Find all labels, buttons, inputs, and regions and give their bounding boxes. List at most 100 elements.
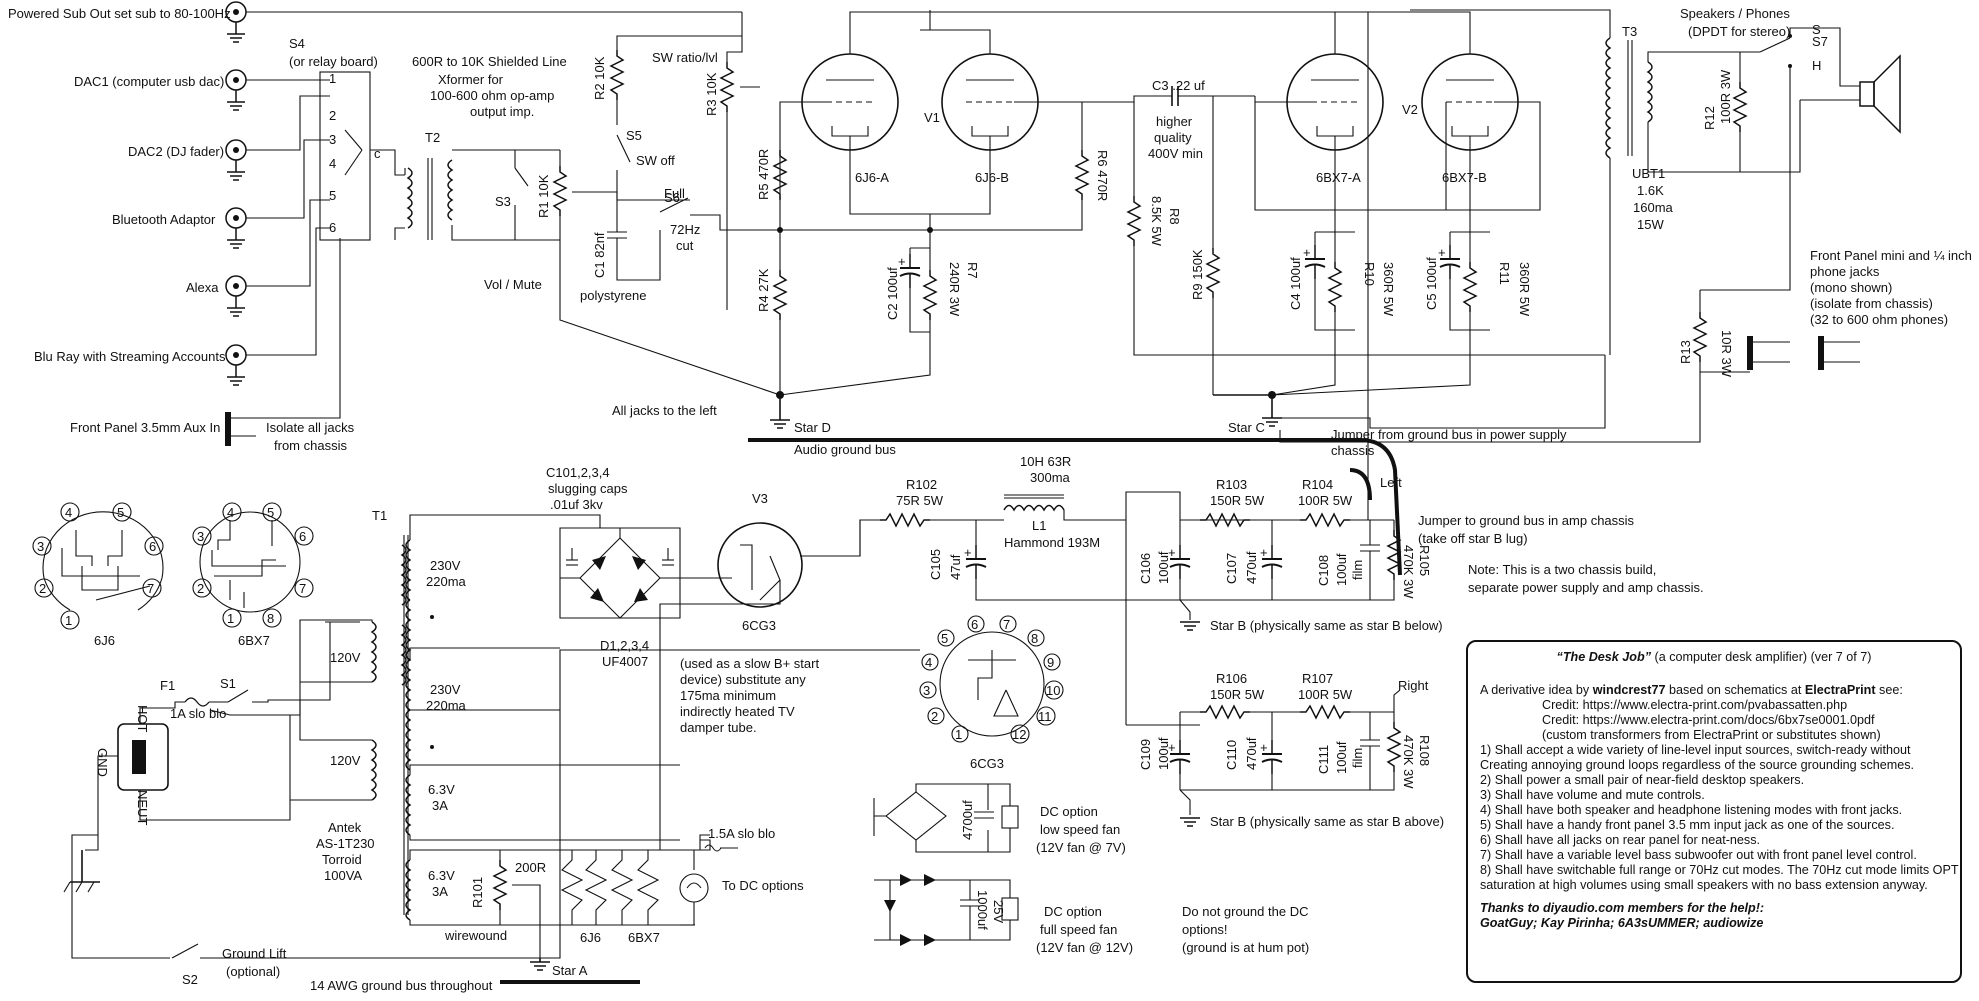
r9-resistor xyxy=(1206,247,1220,299)
r5-label: R5 470R xyxy=(756,149,771,200)
notes-credit-1: Credit: https://www.electra-print.com/pv… xyxy=(1542,698,1848,712)
6cg3-pin-4: 4 xyxy=(925,655,932,670)
s7-label: S7 xyxy=(1812,34,1828,49)
star-d-ground xyxy=(769,419,791,429)
c3-label: C3 .22 uf xyxy=(1152,78,1205,93)
6bx7-pin-7: 7 xyxy=(299,581,306,596)
r7-label: R7 xyxy=(965,262,980,279)
r102-label: R102 xyxy=(906,477,937,492)
iec-neut-label: NEUT xyxy=(135,790,150,825)
v1a-label: 6J6-A xyxy=(855,170,889,185)
dc-opt2-line1: DC option xyxy=(1044,904,1102,919)
c106-value: 100uf xyxy=(1156,551,1171,584)
sec4-volt: 6.3V xyxy=(428,868,455,883)
r1-volume-pot xyxy=(553,165,567,217)
front-aux-jack xyxy=(225,412,256,446)
notes-thanks-1: Thanks to diyaudio.com members for the h… xyxy=(1480,901,1765,915)
s1-label: S1 xyxy=(220,676,236,691)
label-dac1: DAC1 (computer usb dac) xyxy=(74,74,224,89)
label-isolate-2: from chassis xyxy=(274,438,347,453)
r11-label: R11 xyxy=(1497,262,1512,285)
ground-lift-label-2: (optional) xyxy=(226,964,280,979)
6j6-pin-5: 5 xyxy=(117,505,124,520)
ubt1-ma: 160ma xyxy=(1633,200,1674,215)
c105-label: C105 xyxy=(928,549,943,580)
s4-common-label: c xyxy=(374,146,381,161)
damper-note-2: device) substitute any xyxy=(680,672,806,687)
sec4-amp: 3A xyxy=(432,884,448,899)
v3-label: V3 xyxy=(752,491,768,506)
c4-label: C4 100uf xyxy=(1288,257,1303,310)
c109-label: C109 xyxy=(1138,739,1153,770)
6bx7-pin-8: 8 xyxy=(267,611,274,626)
r4-label: R4 27K xyxy=(756,268,771,312)
r1-label: R1 10K xyxy=(536,174,551,218)
s4-label: S4 xyxy=(289,36,305,51)
r3-label: R3 10K xyxy=(704,72,719,116)
front-jacks-note-3: (mono shown) xyxy=(1810,280,1892,295)
notes-thanks-2: GoatGuy; Kay Pirinha; 6A3sUMMER; audiowi… xyxy=(1480,916,1764,930)
s4-selector xyxy=(319,71,371,241)
input-jack-dac2 xyxy=(225,139,247,181)
input-jack-sub-out xyxy=(225,1,742,43)
c107-value: 470uf xyxy=(1244,551,1259,584)
s7-h-label: H xyxy=(1812,58,1821,73)
r102-value: 75R 5W xyxy=(896,493,944,508)
r8-label: R8 xyxy=(1167,208,1182,225)
r13-label: R13 xyxy=(1678,340,1693,364)
6cg3-pin-12: 12 xyxy=(1012,727,1026,742)
iec-hot-label: HOT xyxy=(135,705,150,733)
dc-options: 4700uf DC option low speed fan (12V fan … xyxy=(873,783,1309,955)
c105-value: 47uf xyxy=(948,554,963,580)
6cg3-pin-7: 7 xyxy=(1003,617,1010,632)
bridge-rectifier xyxy=(559,527,681,619)
s5-state-label: SW off xyxy=(636,153,675,168)
r13-resistor xyxy=(1693,311,1707,363)
v2a-label: 6BX7-A xyxy=(1316,170,1361,185)
notes-item: 5) Shall have a handy front panel 3.5 mm… xyxy=(1480,818,1895,832)
t3-primary xyxy=(1605,37,1611,99)
ground-bus-jumper xyxy=(1349,468,1372,501)
6bx7-pin-5: 5 xyxy=(267,505,274,520)
iec-gnd-label: GND xyxy=(95,748,110,777)
6j6-pin-4: 4 xyxy=(65,505,72,520)
output-stage: C3 .22 uf higher quality 400V min R8 8.5… xyxy=(1082,6,1972,458)
r9-label: R9 150K xyxy=(1190,249,1205,300)
6cg3-pin-6: 6 xyxy=(971,617,978,632)
notes-item: 4) Shall have both speaker and headphone… xyxy=(1480,803,1903,817)
antek-label-3: Torroid xyxy=(322,852,362,867)
label-isolate-1: Isolate all jacks xyxy=(266,420,355,435)
notes-title: “The Desk Job” (a computer desk amplifie… xyxy=(1480,650,1948,665)
pinout-6cg3: 6 7 5 8 4 9 3 10 2 11 1 12 6CG3 xyxy=(919,615,1064,771)
all-jacks-label: All jacks to the left xyxy=(612,403,717,418)
jumper-amp-label-2: (take off star B lug) xyxy=(1418,531,1528,546)
6bx7-pin-3: 3 xyxy=(197,529,204,544)
label-bluray: Blu Ray with Streaming Accounts xyxy=(34,349,226,364)
sw-ratio-label: SW ratio/lvl xyxy=(652,50,718,65)
r106-label: R106 xyxy=(1216,671,1247,686)
pri2-label: 120V xyxy=(330,753,361,768)
r12-label: R12 xyxy=(1702,106,1717,130)
input-section: Powered Sub Out set sub to 80-100Hz DAC1… xyxy=(8,1,742,453)
6j6-pin-2: 2 xyxy=(39,581,46,596)
s4-pin-2: 2 xyxy=(329,108,336,123)
r10-label: R10 xyxy=(1362,262,1377,286)
b-plus-filter: R102 75R 5W 10H 63R 300ma L1 Hammond 193… xyxy=(818,12,1444,829)
sec3-amp: 3A xyxy=(432,798,448,813)
v1b-label: 6J6-B xyxy=(975,170,1009,185)
notes-item: 3) Shall have volume and mute controls. xyxy=(1480,788,1705,802)
r108-value: 470K 3W xyxy=(1401,735,1416,789)
6cg3-pin-11: 11 xyxy=(1038,709,1052,724)
r104-label: R104 xyxy=(1302,477,1333,492)
6cg3-pin-2: 2 xyxy=(931,709,938,724)
c5-label: C5 100uf xyxy=(1424,257,1439,310)
6bx7-pinout-title: 6BX7 xyxy=(238,633,270,648)
r6-resistor xyxy=(1075,149,1089,201)
vol-mute-label: Vol / Mute xyxy=(484,277,542,292)
notes-item: 2) Shall power a small pair of near-fiel… xyxy=(1480,773,1805,787)
6cg3-pin-10: 10 xyxy=(1046,683,1060,698)
fuse2-label: 1.5A slo blo xyxy=(708,826,775,841)
star-a-label: Star A xyxy=(552,963,588,978)
notes-title-subtitle: (a computer desk amplifier) (ver 7 of 7) xyxy=(1651,650,1872,664)
ground-bus-label: 14 AWG ground bus throughout xyxy=(310,978,493,993)
